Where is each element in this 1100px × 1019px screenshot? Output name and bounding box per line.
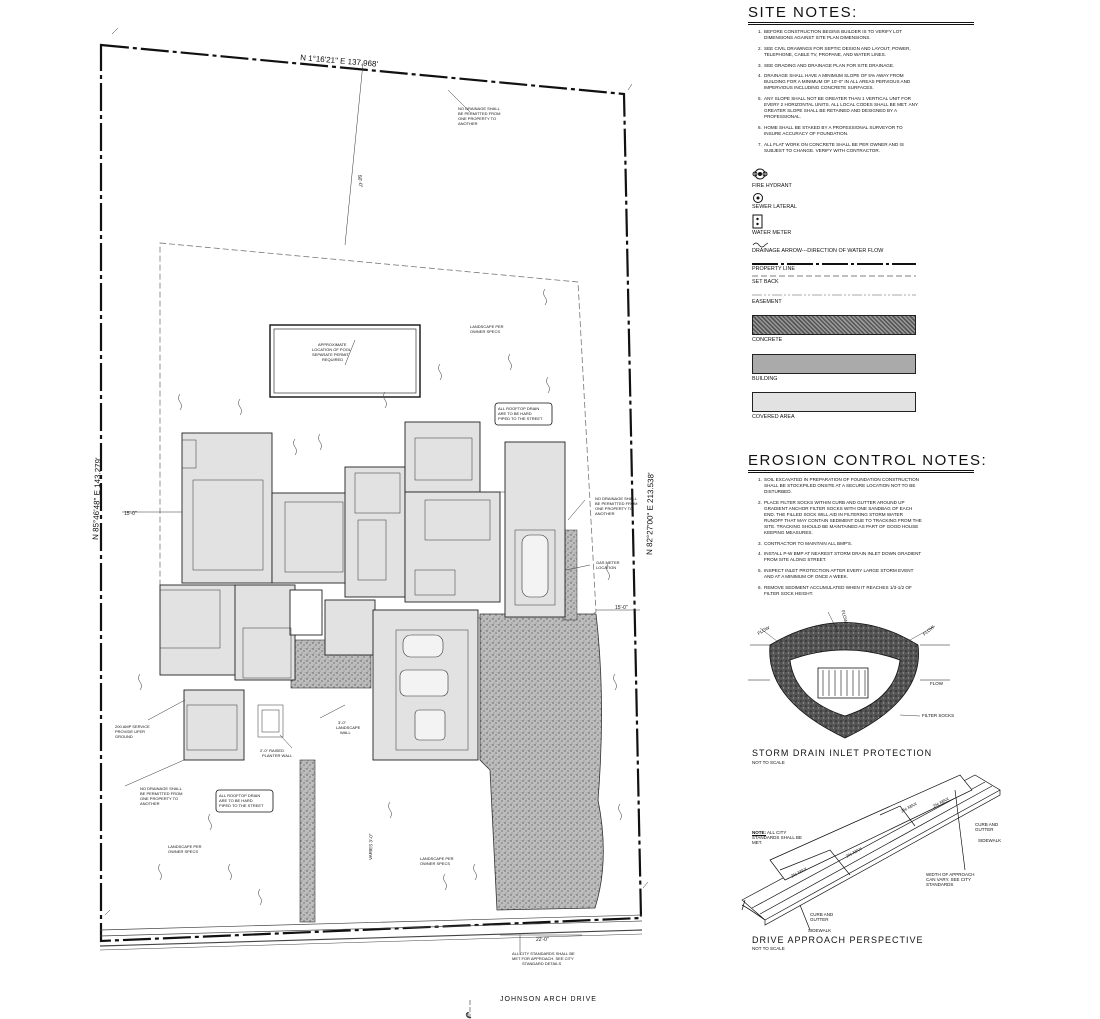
erosion-notes-section: EROSION CONTROL NOTES: 1.SOIL EXCAVATED … [748,452,1078,602]
drainage-arrows [138,288,622,906]
curb-gutter-label-bottom: CURB AND GUTTER [810,912,834,922]
site-notes-item: 5.ANY SLOPE SHALL NOT BE GREATER THAN 1 … [758,96,918,120]
drive-approach-note: NOTE: ALL CITY STANDARDS SHALL BE MET. [752,830,803,845]
fire-hydrant-icon [752,168,768,180]
property-line-sample [752,263,916,265]
drainage-arrow-icon [752,242,769,248]
legend-water-meter: WATER METER [752,230,792,236]
legend-concrete: CONCRETE [752,337,783,343]
legend-set-back: SET BACK [752,279,779,285]
erosion-notes-title: EROSION CONTROL NOTES: [748,452,986,473]
site-notes-item: 7.ALL FLAT WORK ON CONCRETE SHALL BE PER… [758,141,904,153]
legend-fire-hydrant: FIRE HYDRANT [752,183,792,189]
legend-drainage-arrow: DRAINAGE ARROW---DIRECTION OF WATER FLOW [752,248,884,254]
sidewalk-label-bottom: SIDEWALK [808,928,832,933]
concrete-swatch [752,315,916,335]
pool-outline [269,324,421,398]
erosion-notes-item: 2.PLACE FILTER SOCKS WITHIN CURB AND GUT… [758,499,922,535]
drive-label: VARIES 3'-0" [368,833,373,860]
building-swatch [752,354,916,374]
rear-setback-dim: 50'-0" [356,175,363,188]
storm-drain-nts: NOT TO SCALE [752,760,785,765]
bearing-right: N 82°27'00" E 213.538' [645,472,655,555]
site-notes-item: 1.BEFORE CONSTRUCTION BEGINS BUILDER IS … [758,29,903,40]
drive-approach-nts: NOT TO SCALE [752,946,785,951]
easement-sample [752,294,916,296]
legend-sewer-lateral: SEWER LATERAL [752,204,797,210]
flow-label-4: FLOW [930,681,943,686]
house-footprint [159,421,566,761]
erosion-notes-item: 6.REMOVE SEDIMENT ACCUMULATED WHEN IT RE… [758,584,912,596]
drive-approach-caption: DRIVE APPROACH PERSPECTIVE [752,935,924,945]
site-notes-item: 4.DRAINAGE SHALL HAVE A MINIMUM SLOPE OF… [758,73,911,91]
bearing-top: N 1°16'21" E 137.968' [300,53,379,69]
erosion-notes-item: 3.CONTRACTOR TO MAINTAIN ALL BMP'S. [758,540,853,546]
site-notes-section: SITE NOTES: 1.BEFORE CONSTRUCTION BEGINS… [748,4,1078,159]
legend-easement: EASEMENT [752,299,782,305]
storm-drain-detail [748,611,950,739]
site-notes-item: 6.HOME SHALL BE STAKED BY A PROFESSIONAL… [758,124,903,136]
side-setback-right: 15'-0" [615,605,628,611]
erosion-notes-item: 5.INSPECT INLET PROTECTION AFTER EVERY L… [758,568,914,580]
filter-socks-label: FILTER SOCKS [922,713,955,718]
setback-sample [752,275,916,277]
water-meter-icon [752,214,763,229]
centerline-mark: ℄ [465,1011,472,1019]
approach-width: 22'-0" [536,937,549,943]
drive-approach-detail [741,774,1001,931]
sewer-lateral-icon [753,193,763,203]
width-note: WIDTH OF APPROACH CAN VARY. SEE CITY STA… [926,872,975,887]
erosion-notes-item: 4.INSTALL P-W BMP AT NEAREST STORM DRAIN… [758,551,922,563]
side-setback-left: 15'-0" [124,511,137,517]
legend-property-line: PROPERTY LINE [752,266,795,272]
legend-covered-area: COVERED AREA [752,414,795,420]
erosion-notes-list: 1.SOIL EXCAVATED IN PREPARATION OF FOUND… [748,477,923,597]
site-notes-title: SITE NOTES: [748,4,974,25]
legend-building: BUILDING [752,376,778,382]
covered-area-swatch [752,392,916,412]
street [99,914,643,951]
site-notes-list: 1.BEFORE CONSTRUCTION BEGINS BUILDER IS … [748,29,918,154]
site-notes-item: 2.SEE CIVIL DRAWINGS FOR SEPTIC DESIGN A… [758,45,911,57]
curb-gutter-label-top: CURB AND GUTTER [975,822,999,832]
sidewalk-label-top: SIDEWALK [978,838,1002,843]
site-notes-item: 3.SEE GRADING AND DRAINAGE PLAN FOR SITE… [758,62,895,68]
street-name: JOHNSON ARCH DRIVE [500,996,597,1003]
erosion-notes-item: 1.SOIL EXCAVATED IN PREPARATION OF FOUND… [758,477,920,494]
driveway-concrete [479,613,604,911]
bearing-left: N 85°46'48" E 143.279' [91,457,103,540]
storm-drain-caption: STORM DRAIN INLET PROTECTION [752,748,933,758]
